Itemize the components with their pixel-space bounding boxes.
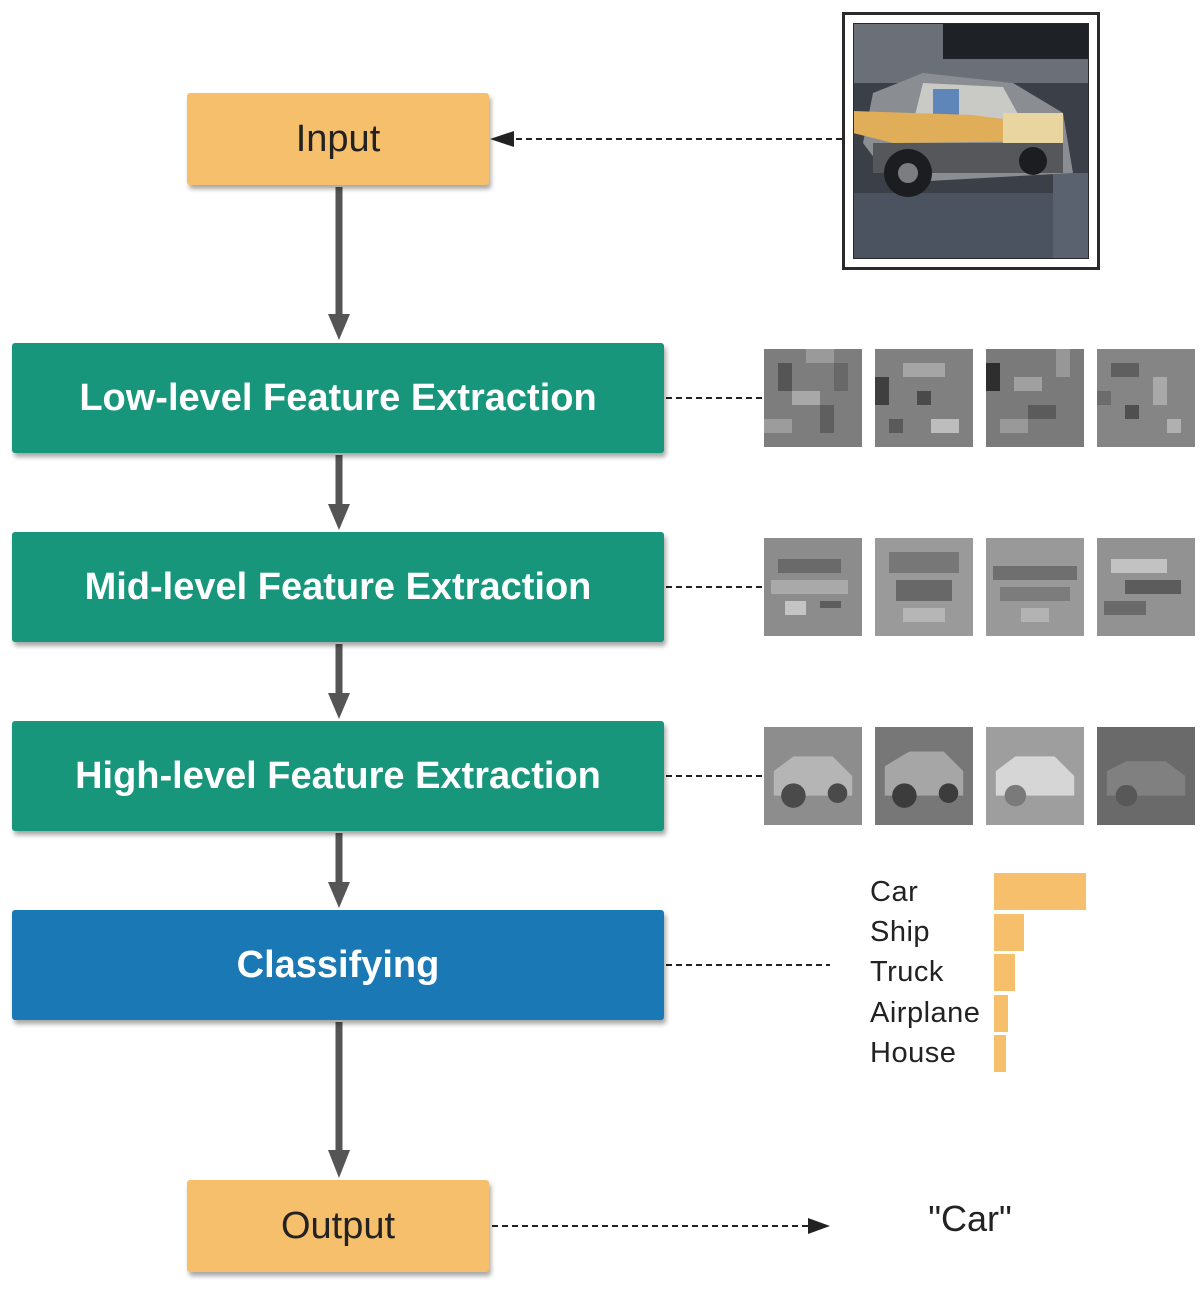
high-level-label: High-level Feature Extraction [75,754,601,797]
feature-map-thumbnail [764,727,862,825]
output-label: Output [280,1204,396,1247]
feature-map-thumbnail [875,727,973,825]
class-label: House [870,1037,957,1069]
mid-level-label: Mid-level Feature Extraction [84,565,592,608]
high-level-feature-box: High-level Feature Extraction [12,721,664,831]
arrowhead-input-left [490,131,514,147]
class-label: Ship [870,916,931,948]
arrowhead-result-right [808,1218,830,1234]
class-label: Truck [870,956,944,988]
feature-map-thumbnail [875,538,973,636]
mid-level-feature-maps [764,538,1195,636]
class-label: Car [870,876,919,908]
input-image-frame [842,12,1100,270]
high-level-feature-maps [764,727,1195,825]
class-label: Airplane [870,997,981,1029]
low-level-feature-maps [764,349,1195,447]
feature-map-thumbnail [764,349,862,447]
low-level-label: Low-level Feature Extraction [79,376,597,419]
input-label: Input [295,117,381,160]
car-input-image [853,23,1089,259]
probability-bar [994,1035,1006,1072]
feature-map-thumbnail [875,349,973,447]
predicted-class-text: "Car" [928,1198,1012,1239]
low-level-feature-box: Low-level Feature Extraction [12,343,664,453]
probability-bar [994,994,1008,1032]
feature-map-thumbnail [1097,349,1195,447]
feature-map-thumbnail [764,538,862,636]
output-box: Output [187,1180,489,1272]
feature-map-thumbnail [986,727,1084,825]
feature-map-thumbnail [1097,538,1195,636]
probability-bar [994,913,1025,951]
feature-map-thumbnail [986,538,1084,636]
input-box: Input [187,93,489,185]
feature-map-thumbnail [1097,727,1195,825]
probability-bar [994,954,1016,991]
mid-level-feature-box: Mid-level Feature Extraction [12,532,664,642]
probability-bar [994,873,1086,910]
feature-map-thumbnail [986,349,1084,447]
flow-arrows [328,187,350,1178]
classifying-box: Classifying [12,910,664,1020]
classifying-label: Classifying [236,943,440,986]
